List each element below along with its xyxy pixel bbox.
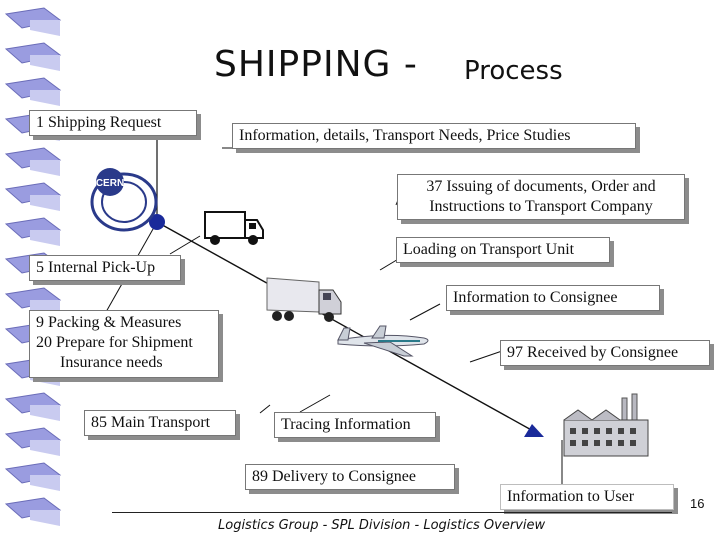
box-issuing-documents: 37 Issuing of documents, Order and Instr… [397,174,685,220]
binder-ring-shade [30,405,60,421]
delivery-van-icon [204,211,264,245]
airplane-icon [337,325,429,357]
box-info-user: Information to User [500,484,674,510]
footer-divider [112,512,672,513]
box-shipping-request: 1 Shipping Request [29,110,197,136]
binder-ring-shade [30,55,60,71]
factory-icon [563,393,649,457]
binder-ring-shade [30,440,60,456]
truck-icon [266,277,342,322]
main-transport-label: 85 Main Transport [91,414,211,431]
issuing-line2: Instructions to Transport Company [429,198,653,215]
box-packing: 9 Packing & Measures 20 Prepare for Ship… [29,310,219,378]
binder-ring-shade [30,510,60,526]
box-information-details: Information, details, Transport Needs, P… [232,123,636,149]
cern-logo: CERN [90,168,158,232]
page-number: 16 [690,496,705,511]
packing-line3: Insurance needs [60,354,163,371]
info-consignee-label: Information to Consignee [453,289,618,306]
box-received: 97 Received by Consignee [500,340,710,366]
title-main: SHIPPING - [214,44,418,85]
issuing-line1: 37 Issuing of documents, Order and [426,178,656,195]
delivery-label: 89 Delivery to Consignee [252,468,416,485]
cern-logo-text: CERN [96,178,124,189]
binder-ring-shade [30,90,60,106]
footer-text: Logistics Group - SPL Division - Logisti… [218,518,546,533]
internal-pickup-label: 5 Internal Pick-Up [36,259,156,276]
flow-arrowhead [524,424,544,437]
title-sub: Process [464,56,563,86]
box-tracing: Tracing Information [274,412,436,438]
box-main-transport: 85 Main Transport [84,410,236,436]
information-details-label: Information, details, Transport Needs, P… [239,127,571,144]
tracing-label: Tracing Information [281,416,411,433]
binder-ring-shade [30,160,60,176]
received-label: 97 Received by Consignee [507,344,679,361]
binder-ring-shade [30,230,60,246]
box-delivery: 89 Delivery to Consignee [245,464,455,490]
binder-ring-shade [30,475,60,491]
packing-line2: 20 Prepare for Shipment [36,334,193,351]
slide-title: SHIPPING - Process [0,44,720,94]
box-loading: Loading on Transport Unit [396,237,610,263]
box-info-consignee: Information to Consignee [446,285,660,311]
loading-label: Loading on Transport Unit [403,241,575,258]
box-internal-pickup: 5 Internal Pick-Up [29,255,181,281]
flow-start-dot [149,214,165,230]
info-user-label: Information to User [507,488,635,505]
shipping-request-label: 1 Shipping Request [36,114,162,131]
binder-ring-shade [30,195,60,211]
binder-ring-shade [30,20,60,36]
packing-line1: 9 Packing & Measures [36,314,182,331]
